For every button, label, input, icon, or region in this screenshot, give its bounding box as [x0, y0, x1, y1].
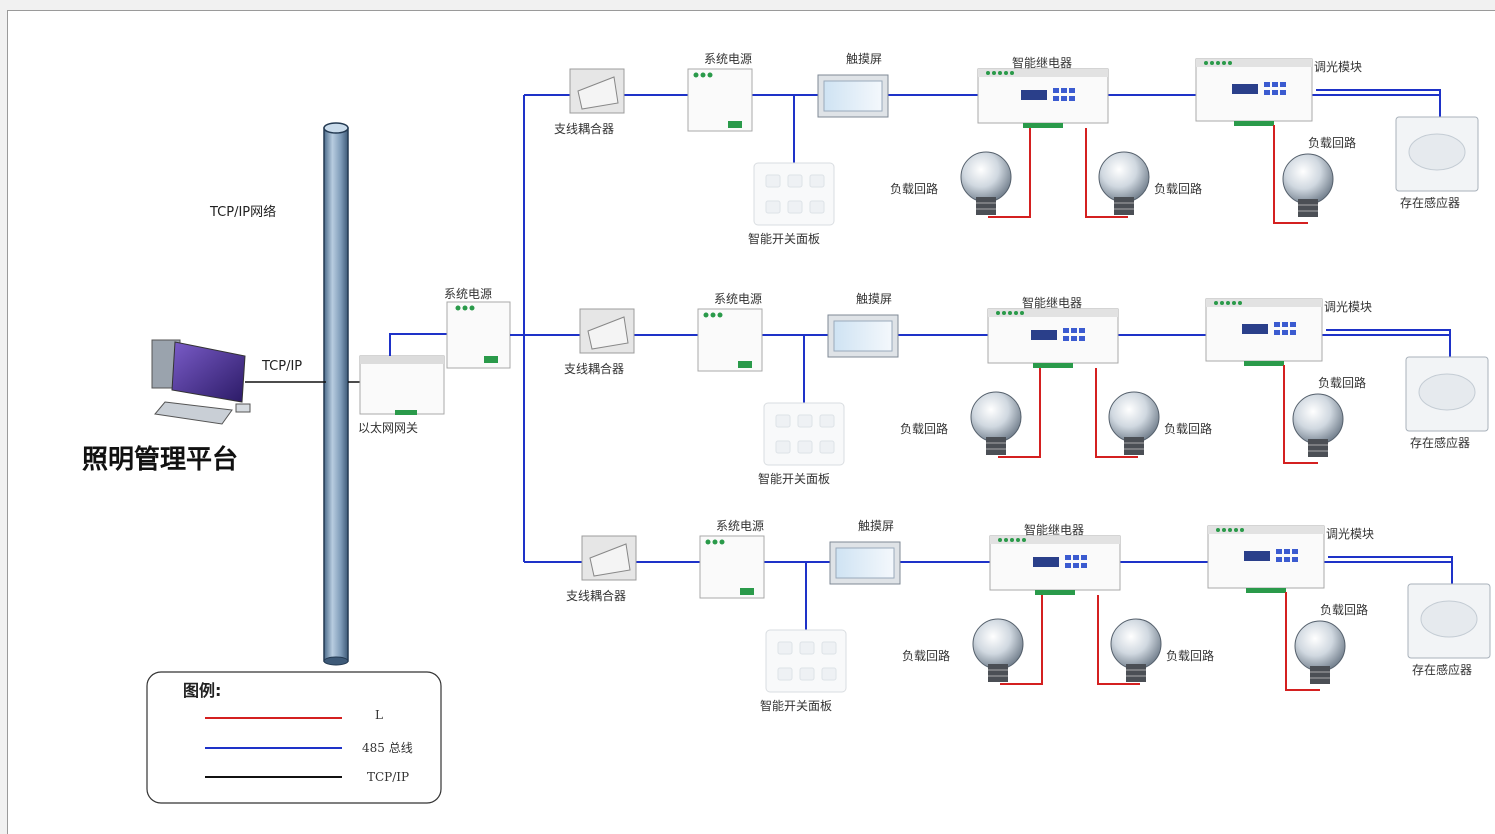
- relay-label: 智能继电器: [1012, 55, 1072, 70]
- dimmer-load-bulb: [1292, 393, 1344, 457]
- power-label: 系统电源: [714, 292, 762, 306]
- relay-label: 智能继电器: [1024, 522, 1084, 537]
- panel-label: 智能开关面板: [760, 698, 832, 713]
- relay-load-right-bulb: [1108, 391, 1160, 455]
- touch-label: 触摸屏: [846, 52, 882, 66]
- relay-load-left-bulb: [972, 618, 1024, 682]
- load-label: 负载回路: [890, 181, 938, 196]
- dimmer-label: 调光模块: [1314, 60, 1362, 74]
- load-label: 负载回路: [1166, 648, 1214, 663]
- legend-label-l: L: [375, 708, 383, 722]
- branch-power-module: [699, 535, 765, 599]
- branch-coupler: [569, 68, 625, 114]
- coupler-label: 支线耦合器: [554, 121, 614, 136]
- power-label: 系统电源: [704, 52, 752, 66]
- branch-power-module: [697, 308, 763, 372]
- dimmer-label: 调光模块: [1324, 300, 1372, 314]
- ethernet-gateway: [359, 355, 445, 415]
- branch-coupler: [581, 535, 637, 581]
- branch-relay: [987, 308, 1119, 368]
- load-label: 负载回路: [1318, 375, 1366, 390]
- branch-switch-panel: [765, 629, 847, 693]
- tcpip-network-pipe: [323, 122, 349, 666]
- branch-occupancy-sensor: [1395, 116, 1479, 192]
- dimmer-load-bulb: [1282, 153, 1334, 217]
- legend: 图例: L 485 总线 TCP/IP: [146, 671, 442, 804]
- main-power-module: [446, 301, 511, 369]
- gateway-label: 以太网网关: [358, 420, 418, 435]
- branch-touch-screen: [829, 541, 901, 585]
- branch-coupler: [579, 308, 635, 354]
- load-label: 负载回路: [1320, 602, 1368, 617]
- dimmer-label: 调光模块: [1326, 527, 1374, 541]
- relay-load-right-bulb: [1110, 618, 1162, 682]
- coupler-label: 支线耦合器: [564, 361, 624, 376]
- legend-title: 图例:: [183, 681, 221, 700]
- sensor-label: 存在感应器: [1412, 662, 1472, 677]
- load-label: 负载回路: [1164, 421, 1212, 436]
- load-label: 负载回路: [1308, 135, 1356, 150]
- sensor-label: 存在感应器: [1410, 435, 1470, 450]
- legend-label-485: 485 总线: [362, 741, 413, 755]
- branch-occupancy-sensor: [1405, 356, 1489, 432]
- main-power-label: 系统电源: [444, 287, 492, 301]
- tcpip-link-label: TCP/IP: [261, 359, 302, 374]
- branch-dimmer: [1205, 298, 1323, 366]
- computer-icon: [151, 339, 251, 425]
- branch-dimmer: [1207, 525, 1325, 593]
- relay-label: 智能继电器: [1022, 295, 1082, 310]
- dimmer-load-bulb: [1294, 620, 1346, 684]
- load-label: 负载回路: [1154, 181, 1202, 196]
- branch-dimmer: [1195, 58, 1313, 126]
- relay-load-right-bulb: [1098, 151, 1150, 215]
- panel-label: 智能开关面板: [748, 231, 820, 246]
- load-label: 负载回路: [900, 421, 948, 436]
- relay-load-left-bulb: [960, 151, 1012, 215]
- coupler-label: 支线耦合器: [566, 588, 626, 603]
- relay-load-left-bulb: [970, 391, 1022, 455]
- branches: 支线耦合器系统电源触摸屏智能开关面板智能继电器负载回路负载回路调光模块负载回路存…: [524, 52, 1491, 713]
- branch-touch-screen: [827, 314, 899, 358]
- branch-switch-panel: [753, 162, 835, 226]
- network-label: TCP/IP网络: [209, 204, 276, 220]
- branch-relay: [977, 68, 1109, 128]
- branch-switch-panel: [763, 402, 845, 466]
- platform-title: 照明管理平台: [82, 444, 238, 475]
- legend-label-tcpip: TCP/IP: [367, 770, 409, 784]
- sensor-label: 存在感应器: [1400, 195, 1460, 210]
- branch-power-module: [687, 68, 753, 132]
- power-label: 系统电源: [716, 519, 764, 533]
- panel-label: 智能开关面板: [758, 471, 830, 486]
- load-label: 负载回路: [902, 648, 950, 663]
- branch-relay: [989, 535, 1121, 595]
- touch-label: 触摸屏: [858, 519, 894, 533]
- branch-occupancy-sensor: [1407, 583, 1491, 659]
- touch-label: 触摸屏: [856, 292, 892, 306]
- branch-touch-screen: [817, 74, 889, 118]
